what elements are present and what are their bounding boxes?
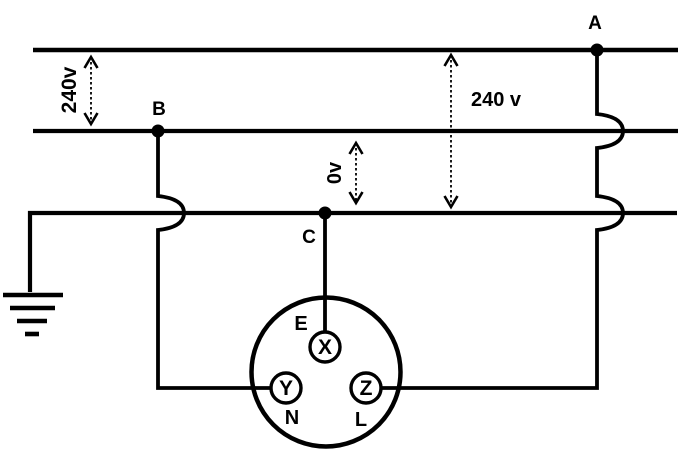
voltage-label-right-240v: 240 v [471,89,522,111]
pin-live-label: L [355,409,367,431]
supply-line-bottom [27,210,677,292]
pin-neutral-label: N [285,407,299,429]
voltage-arrow-right-240v: 240 v [443,52,522,210]
node-c-junction-dot [318,206,332,220]
socket-outline-circle [249,295,403,449]
arrow-head-up-icon [83,54,99,69]
node-a-junction-dot [590,43,604,57]
terminal-x-label: X [318,336,332,359]
node-b-label: B [152,99,166,120]
voltage-arrow-left-240v: 240v [58,54,99,127]
wire-a-to-live-pin [381,50,625,390]
node-c-label: C [302,227,316,248]
socket-outline-group: X Y Z E N L [249,295,403,449]
arrow-head-down-icon [348,191,364,206]
terminal-z-circle [349,371,383,405]
voltage-label-left-240v: 240v [58,66,81,113]
terminal-y-circle [269,371,303,405]
arrow-head-down-icon [83,112,99,127]
arrow-head-down-icon [443,195,459,210]
terminal-z-label: Z [360,377,373,400]
arrow-head-up-icon [443,52,459,67]
voltage-label-0v: 0v [324,161,346,184]
voltage-arrow-0v: 0v [324,140,364,206]
node-a-label: A [588,13,602,34]
pin-earth-label: E [294,313,307,335]
terminal-x-circle [308,330,342,364]
node-b-junction-dot [151,124,165,138]
earth-ground-symbol [3,292,63,337]
terminal-y-label: Y [279,377,293,400]
wire-b-to-neutral-pin [156,131,271,390]
arrow-head-up-icon [348,140,364,155]
